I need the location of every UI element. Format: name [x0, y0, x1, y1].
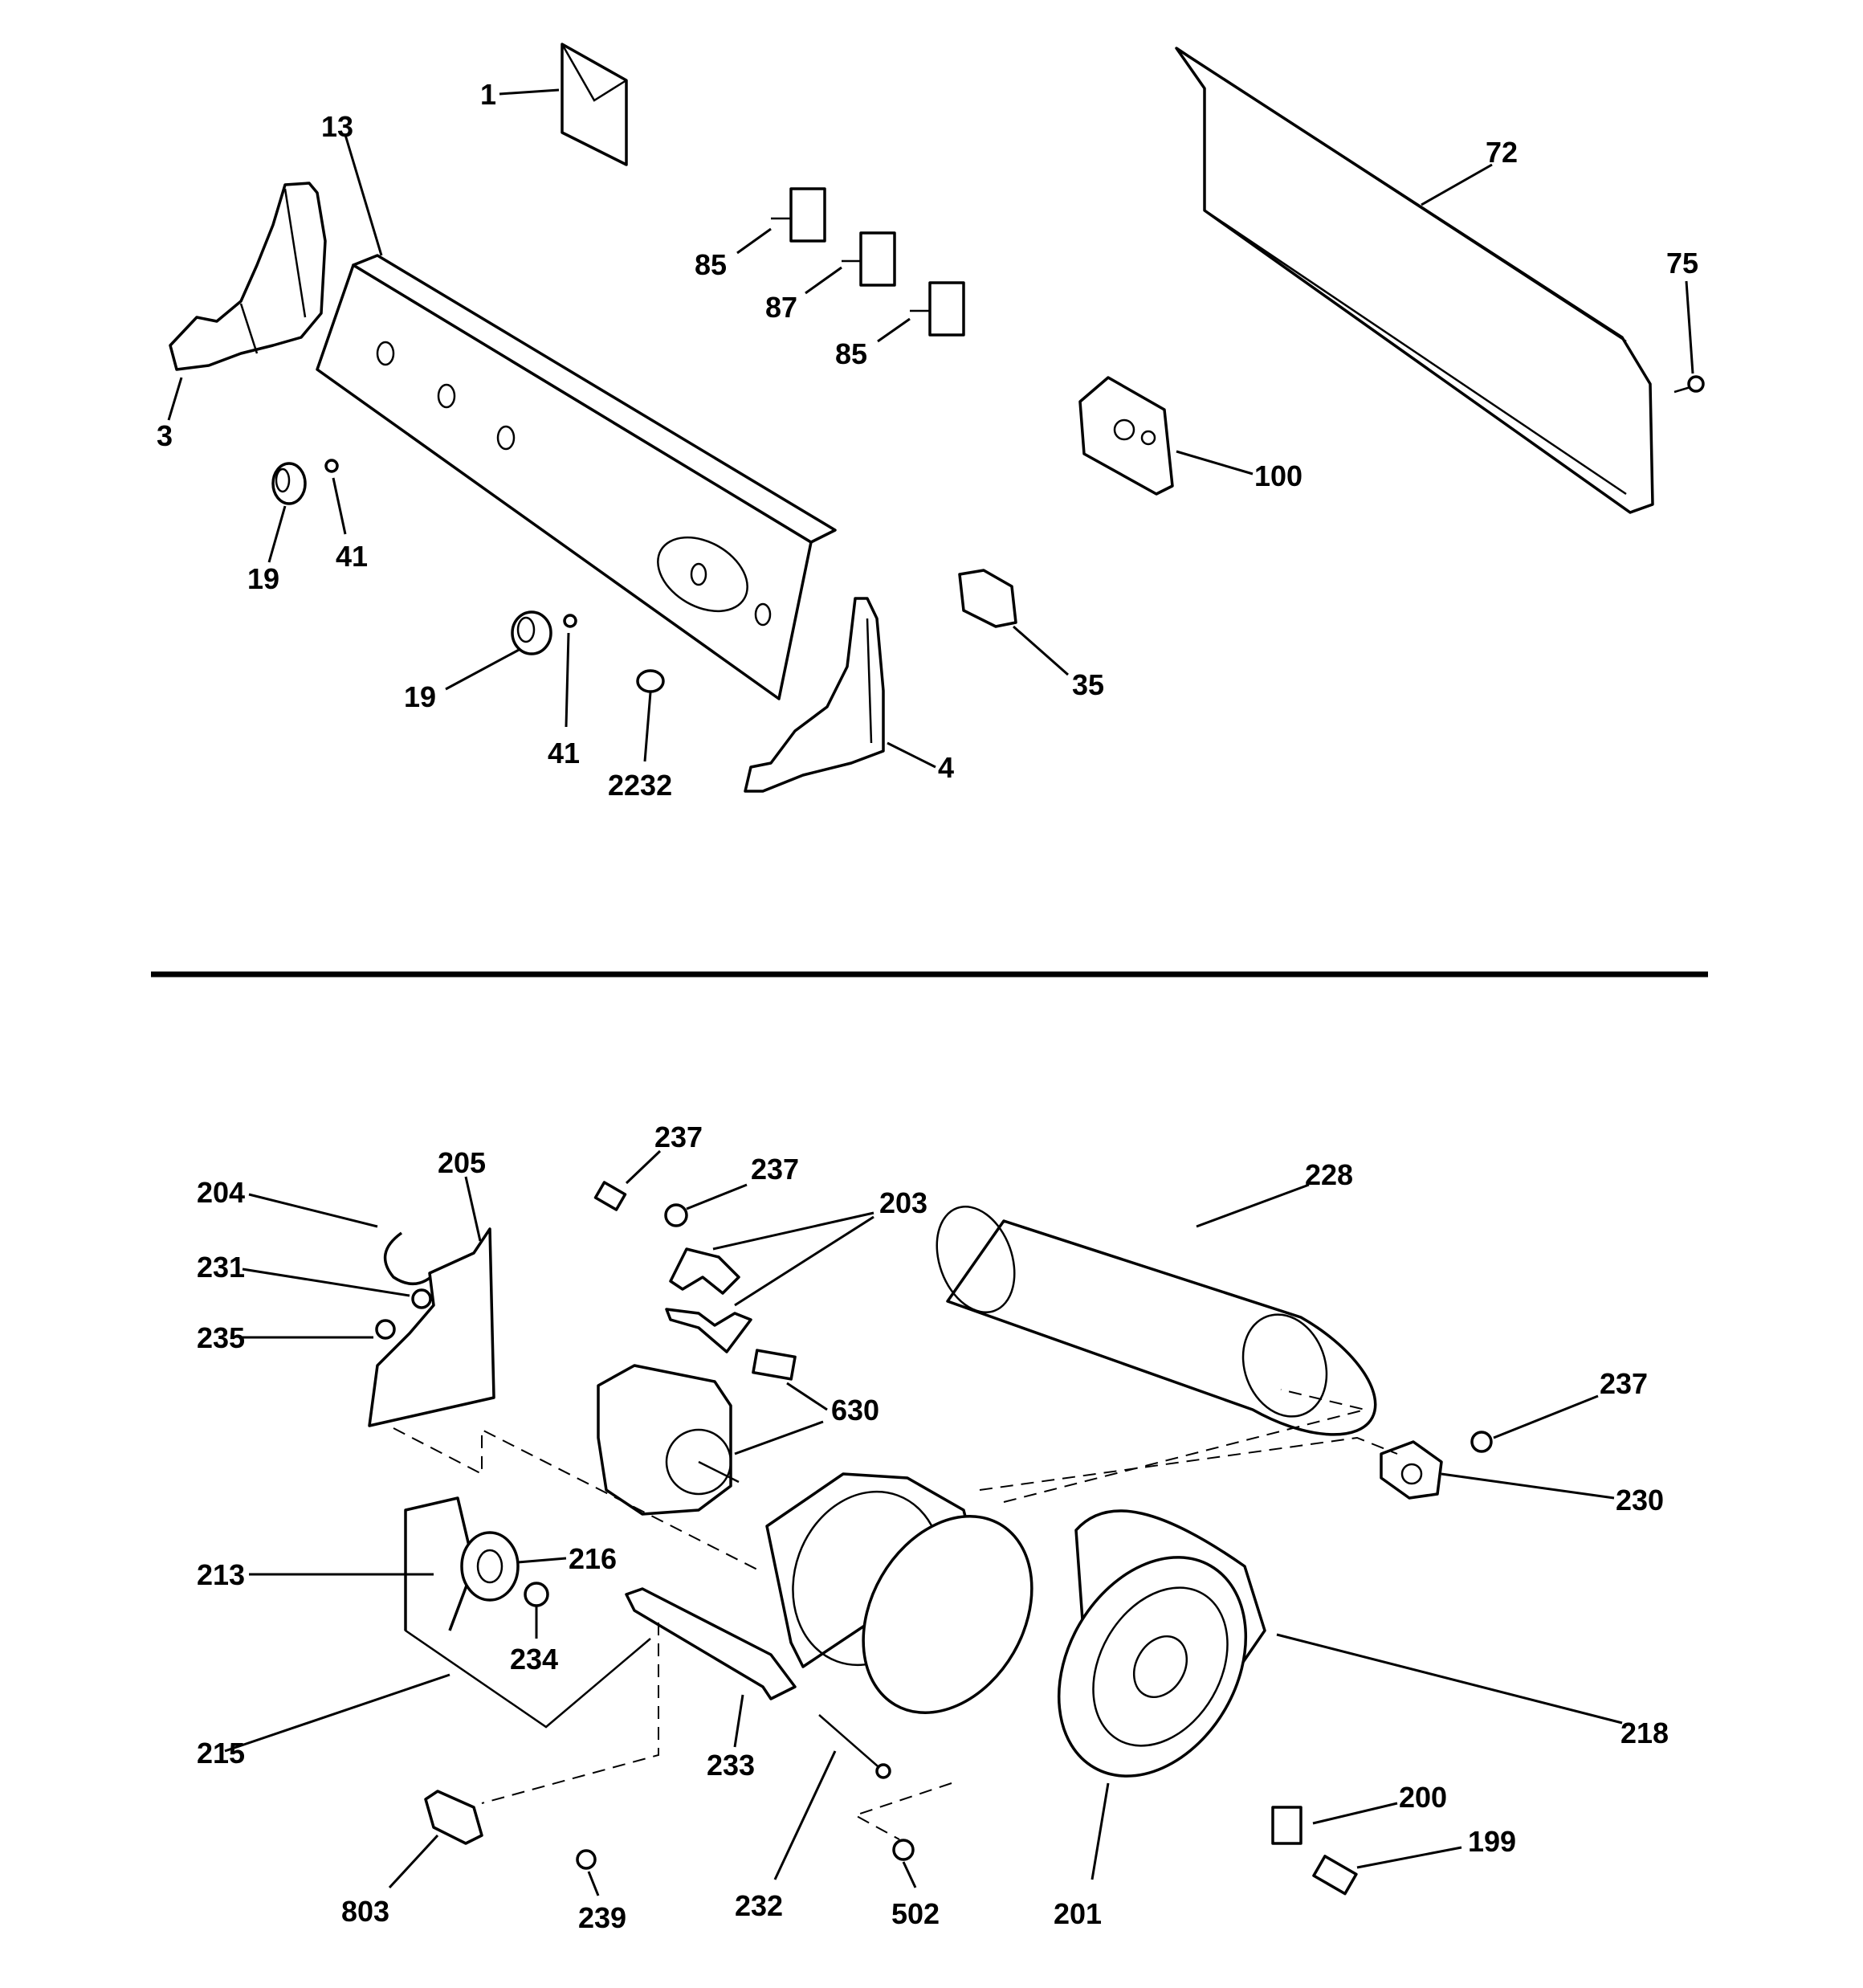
- callout-502: 502: [891, 1897, 940, 1930]
- callout-19-lower: 19: [404, 680, 436, 713]
- callout-233: 233: [707, 1749, 755, 1782]
- part-237-bolt-b: [664, 1183, 748, 1227]
- callout-234: 234: [510, 1643, 558, 1676]
- part-213-idler: [249, 1496, 475, 1631]
- part-203-clamps: [665, 1211, 874, 1353]
- callout-35: 35: [1072, 668, 1104, 701]
- part-100-timer: [1078, 376, 1254, 496]
- part-234-washer: [524, 1582, 549, 1639]
- part-35-switch: [958, 569, 1069, 676]
- part-237-bolt-a: [593, 1149, 662, 1211]
- part-231-screw: [242, 1268, 432, 1309]
- callout-204: 204: [197, 1176, 245, 1209]
- part-85-switch-b: [877, 281, 965, 343]
- part-232-rod: [773, 1714, 891, 1880]
- part-205-bracket: [368, 1176, 495, 1427]
- assembly-guide-lines: [393, 1389, 1398, 1840]
- callout-228: 228: [1305, 1158, 1353, 1191]
- callout-2232: 2232: [608, 769, 672, 802]
- part-204-clip: [248, 1193, 439, 1286]
- part-1-envelope: [499, 43, 628, 166]
- callout-630: 630: [831, 1394, 879, 1427]
- part-87-switch: [805, 231, 896, 295]
- part-230-bracket: [1380, 1440, 1615, 1500]
- part-228-duct: [936, 1183, 1377, 1436]
- part-200-clip: [1271, 1802, 1398, 1845]
- part-4-right-bracket: [744, 597, 936, 793]
- part-85-switch-a: [736, 187, 826, 255]
- callout-803: 803: [341, 1895, 389, 1928]
- part-13-control-panel: [316, 134, 837, 700]
- part-803-switch: [388, 1790, 483, 1889]
- callout-1: 1: [480, 78, 496, 111]
- part-630-connector: [752, 1349, 828, 1411]
- callout-75: 75: [1666, 247, 1698, 280]
- callout-237-c: 237: [1600, 1367, 1648, 1400]
- callout-239: 239: [578, 1901, 626, 1934]
- part-235-screw: [243, 1319, 396, 1340]
- callout-235: 235: [197, 1321, 245, 1354]
- callout-230: 230: [1616, 1484, 1664, 1517]
- part-502-screw: [892, 1839, 917, 1888]
- part-216-pulley: [460, 1531, 567, 1602]
- callout-100: 100: [1254, 459, 1302, 492]
- callout-231: 231: [197, 1251, 245, 1284]
- part-201-blower-wheel: [1057, 1556, 1248, 1880]
- callout-4: 4: [938, 751, 954, 784]
- part-215-belt: [224, 1510, 651, 1753]
- callout-85-b: 85: [835, 337, 867, 370]
- callout-218: 218: [1620, 1717, 1669, 1749]
- part-19-knob-upper: [267, 462, 307, 563]
- callout-237-a: 237: [654, 1121, 703, 1153]
- blower-housing: [765, 1472, 1033, 1714]
- part-199-bolt: [1312, 1846, 1462, 1896]
- callout-41-lower: 41: [548, 737, 580, 769]
- callout-237-b: 237: [751, 1153, 799, 1186]
- callout-213: 213: [197, 1558, 245, 1591]
- motor: [597, 1364, 824, 1516]
- callout-205: 205: [438, 1146, 486, 1179]
- part-41-clip-lower: [563, 614, 577, 728]
- callout-72: 72: [1486, 136, 1518, 169]
- callout-215: 215: [197, 1737, 245, 1770]
- callout-216: 216: [569, 1542, 617, 1575]
- part-41-clip-upper: [324, 459, 347, 535]
- callout-41-upper: 41: [336, 540, 368, 573]
- part-19-knob-lower: [445, 610, 552, 691]
- callout-199: 199: [1468, 1825, 1516, 1858]
- callout-87: 87: [765, 291, 797, 324]
- callout-201: 201: [1054, 1897, 1102, 1930]
- part-2232-plug: [636, 669, 665, 762]
- part-72-backsplash: [1175, 47, 1654, 514]
- callout-200: 200: [1399, 1781, 1447, 1814]
- part-75-screw: [1673, 280, 1705, 394]
- part-239-screw: [576, 1849, 600, 1896]
- part-3-left-bracket: [167, 182, 327, 421]
- callout-3: 3: [157, 419, 173, 452]
- callout-19-upper: 19: [247, 562, 279, 595]
- callout-13: 13: [321, 110, 353, 143]
- callout-85-a: 85: [695, 248, 727, 281]
- callout-203: 203: [879, 1186, 927, 1219]
- callout-232: 232: [735, 1889, 783, 1922]
- part-233-base: [625, 1587, 797, 1748]
- part-237-bolt-c: [1470, 1394, 1599, 1453]
